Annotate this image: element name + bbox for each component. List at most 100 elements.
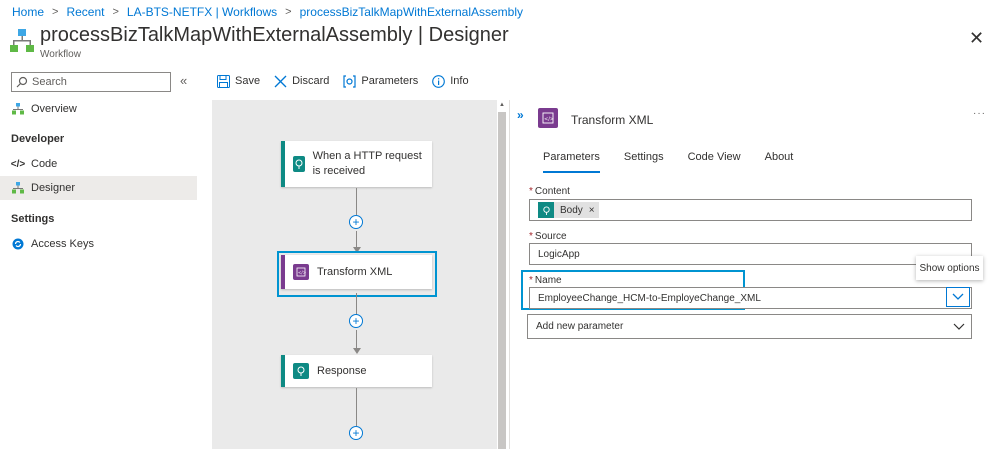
code-icon: </> — [10, 158, 26, 170]
panel-tabs: Parameters Settings Code View About — [543, 151, 817, 173]
workflow-icon — [11, 103, 25, 115]
scroll-up-icon[interactable]: ▲ — [499, 102, 505, 108]
tab-about[interactable]: About — [764, 151, 794, 163]
sidebar-item-label: Code — [31, 158, 58, 170]
arrow-down-icon — [353, 348, 361, 354]
sidebar-item-label: Designer — [31, 182, 76, 194]
close-icon[interactable]: ✕ — [969, 28, 985, 48]
required-marker: * — [529, 186, 533, 197]
info-label: Info — [450, 75, 469, 87]
info-icon — [432, 74, 446, 88]
search-input[interactable]: Search — [11, 72, 171, 92]
search-placeholder: Search — [32, 76, 67, 88]
workflow-icon — [10, 29, 34, 52]
add-step-button[interactable]: + — [349, 426, 363, 440]
body-token[interactable]: Body × — [538, 202, 599, 218]
chevron-down-icon — [952, 293, 964, 300]
expand-panel-icon[interactable]: » — [517, 108, 524, 122]
page-subtitle: Workflow — [40, 49, 81, 60]
response-card[interactable]: Response — [281, 355, 432, 387]
workflow-icon — [11, 182, 25, 194]
info-button[interactable]: Info — [432, 74, 469, 88]
connector-line — [356, 388, 357, 426]
canvas-scrollbar[interactable] — [498, 112, 506, 449]
card-title: Response — [317, 364, 367, 377]
sidebar-item-label: Overview — [31, 103, 77, 115]
breadcrumb-home[interactable]: Home — [12, 5, 45, 19]
panel-more-button[interactable]: ··· — [973, 108, 986, 119]
show-options-button[interactable] — [946, 287, 970, 307]
sidebar-item-overview[interactable]: Overview — [0, 97, 197, 121]
chevron-right-icon: > — [112, 6, 119, 18]
add-param-label: Add new parameter — [536, 321, 624, 332]
content-field[interactable]: Body × — [529, 199, 972, 221]
card-title: Transform XML — [317, 265, 393, 278]
designer-toolbar: Save Discard Parameters Info — [217, 73, 483, 89]
http-response-icon — [293, 363, 309, 379]
token-label: Body — [560, 204, 583, 216]
parameters-label: Parameters — [361, 75, 419, 87]
source-select[interactable]: LogicApp — [529, 243, 972, 265]
connector-line — [356, 231, 357, 248]
tab-code-view[interactable]: Code View — [687, 151, 741, 163]
save-button[interactable]: Save — [217, 74, 261, 88]
selection-highlight — [277, 251, 437, 297]
svg-text:</>: </> — [298, 270, 306, 275]
refresh-key-icon — [11, 238, 25, 250]
content-label-text: Content — [534, 186, 570, 197]
sidebar-item-label: Access Keys — [31, 238, 94, 250]
collapse-sidebar-button[interactable]: « — [180, 73, 188, 88]
search-icon — [16, 76, 28, 88]
panel-title: Transform XML — [571, 113, 654, 127]
add-step-button[interactable]: + — [349, 215, 363, 229]
save-icon — [217, 74, 230, 88]
content-label: *Content — [529, 186, 570, 197]
parameters-button[interactable]: Parameters — [343, 74, 419, 88]
sidebar-section-developer: Developer — [11, 133, 65, 145]
name-label: *Name — [529, 275, 562, 286]
arrow-down-icon — [353, 247, 361, 253]
source-label-text: Source — [534, 231, 567, 242]
discard-label: Discard — [292, 75, 330, 87]
connector-line — [356, 330, 357, 348]
http-request-icon — [293, 156, 305, 172]
connector-line — [356, 188, 357, 215]
breadcrumb-recent[interactable]: Recent — [66, 5, 105, 19]
sidebar-item-code[interactable]: </> Code — [0, 152, 197, 176]
source-value: LogicApp — [538, 248, 580, 260]
page-title: processBizTalkMapWithExternalAssembly | … — [40, 24, 509, 46]
parameters-icon — [343, 74, 356, 88]
more-options-button[interactable]: ··· — [486, 26, 503, 42]
tab-settings[interactable]: Settings — [623, 151, 664, 163]
breadcrumb-workflows[interactable]: LA-BTS-NETFX | Workflows — [126, 5, 278, 19]
chevron-right-icon: > — [52, 6, 59, 18]
name-value: EmployeeChange_HCM-to-EmployeChange_XML — [538, 292, 761, 304]
sidebar-item-access-keys[interactable]: Access Keys — [0, 232, 197, 256]
transform-xml-icon: </> — [538, 108, 558, 128]
discard-icon — [274, 75, 287, 88]
breadcrumb: Home > Recent > LA-BTS-NETFX | Workflows… — [12, 4, 523, 20]
breadcrumb-workflow[interactable]: processBizTalkMapWithExternalAssembly — [299, 5, 524, 19]
transform-xml-card[interactable]: </> Transform XML — [281, 255, 432, 289]
connector-line — [356, 293, 357, 315]
discard-button[interactable]: Discard — [274, 75, 329, 88]
add-parameter-dropdown[interactable]: Add new parameter — [527, 314, 972, 339]
save-label: Save — [235, 75, 261, 87]
name-label-text: Name — [534, 275, 562, 286]
panel-divider — [509, 100, 510, 449]
sidebar-section-settings: Settings — [11, 213, 55, 225]
http-trigger-card[interactable]: When a HTTP request is received — [281, 141, 432, 187]
card-title: When a HTTP request is received — [312, 150, 422, 177]
source-label: *Source — [529, 231, 567, 242]
show-options-tooltip: Show options — [916, 256, 983, 280]
chevron-down-icon — [953, 323, 965, 330]
remove-token-icon[interactable]: × — [588, 204, 595, 216]
chevron-right-icon: > — [285, 6, 292, 18]
add-step-button[interactable]: + — [349, 314, 363, 328]
http-request-icon — [538, 202, 554, 218]
tab-parameters[interactable]: Parameters — [543, 151, 600, 173]
required-marker: * — [529, 231, 533, 242]
svg-text:</>: </> — [544, 117, 554, 123]
sidebar-item-designer[interactable]: Designer — [0, 176, 197, 200]
name-select[interactable]: EmployeeChange_HCM-to-EmployeChange_XML — [529, 287, 972, 309]
